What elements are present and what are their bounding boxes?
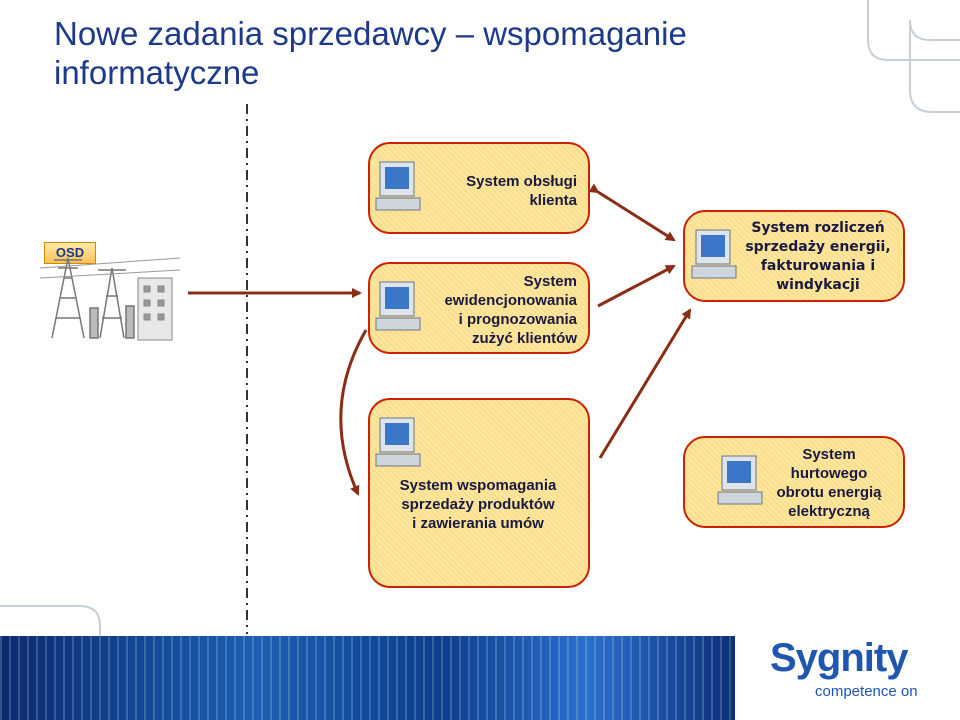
logo-tagline: competence on xyxy=(815,683,918,700)
power-substation-icon xyxy=(40,257,180,341)
arrow-obslugi-rozliczen xyxy=(588,183,676,242)
computer-icon xyxy=(375,417,421,467)
computer-icon xyxy=(717,455,763,505)
page-title: Nowe zadania sprzedawcy – wspomaganie in… xyxy=(54,15,687,91)
osd-label: OSD xyxy=(44,242,96,264)
box-hurtowego-label: System hurtowego obrotu energią elektryc… xyxy=(776,446,882,520)
bottom-banner xyxy=(0,636,735,720)
arrow-ewidencjonowania-to-wspomagania xyxy=(339,329,368,496)
sygnity-logo: Sygnity xyxy=(770,636,908,680)
box-wspomagania-label: System wspomagania sprzedaży produktów i… xyxy=(399,477,557,532)
box-rozliczen-label: System rozliczeń sprzedaży energii, fakt… xyxy=(745,220,891,293)
computer-icon xyxy=(691,229,737,279)
arrow-wspomagania-to-rozliczen xyxy=(598,308,692,459)
box-hurtowego xyxy=(683,436,905,528)
box-obslugi-label: System obsługi klienta xyxy=(466,173,577,209)
computer-icon xyxy=(375,281,421,331)
computer-icon xyxy=(375,161,421,211)
box-ewidencjonowania-label: System ewidencjonowania i prognozowania … xyxy=(444,273,577,347)
arrow-ewidencjonowania-to-rozliczen xyxy=(597,264,676,308)
